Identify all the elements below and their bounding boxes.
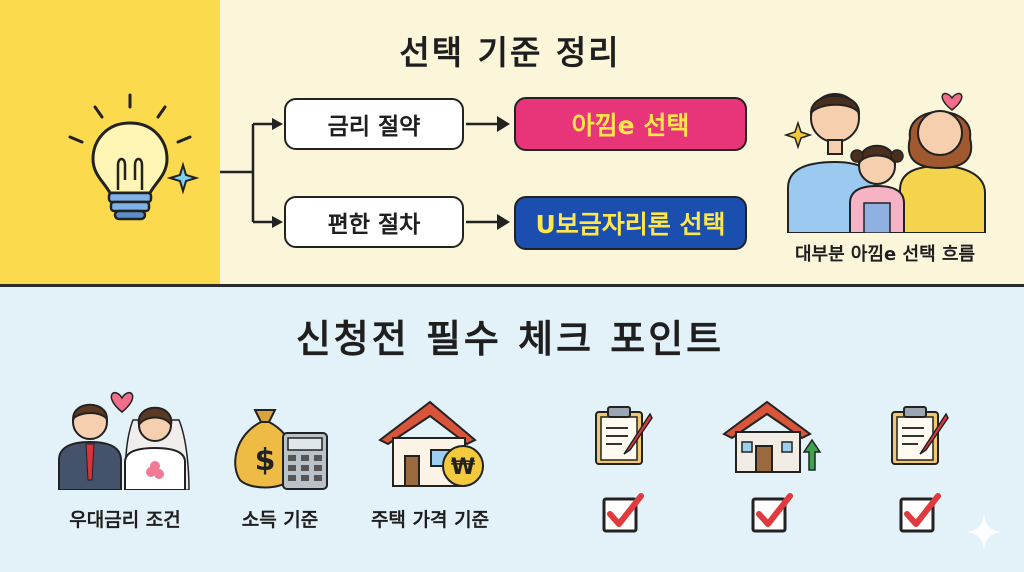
checkbox-checked-icon [602, 493, 644, 533]
money-bag-calculator-icon: $ [234, 409, 328, 490]
pre-application-checkpoints-title: 신청전 필수 체크 포인트 [295, 317, 725, 361]
family-illustration [783, 92, 986, 233]
sparkle-icon [966, 514, 1002, 550]
criterion-rate-saving: 금리 절약 [284, 98, 464, 150]
checkpoint-label-income: 소득 기준 [241, 509, 319, 531]
choice-aggime: 아낌e 선택 [514, 97, 747, 151]
section-divider [0, 284, 1024, 287]
svg-text:₩: ₩ [451, 455, 475, 480]
checkbox-checked-icon [899, 493, 941, 533]
house-won-icon: ₩ [378, 400, 484, 487]
svg-text:$: $ [255, 443, 276, 478]
family-caption: 대부분 아낌e 선택 흐름 [794, 244, 976, 265]
checkpoint-label-house-price: 주택 가격 기준 [370, 509, 490, 531]
clipboard-icon [595, 406, 653, 465]
clipboard-icon [891, 406, 949, 465]
checkbox-checked-icon [751, 493, 793, 533]
selection-criteria-title: 선택 기준 정리 [399, 33, 621, 72]
house-up-icon [722, 400, 822, 473]
choice-u-bogeumjari: U보금자리론 선택 [514, 196, 747, 250]
flow-connectors [220, 116, 510, 230]
criterion-easy-process: 편한 절차 [284, 196, 464, 248]
checkpoint-label-preferential-rate: 우대금리 조건 [69, 509, 181, 531]
lightbulb-icon [68, 93, 200, 221]
couple-icon [58, 392, 190, 490]
